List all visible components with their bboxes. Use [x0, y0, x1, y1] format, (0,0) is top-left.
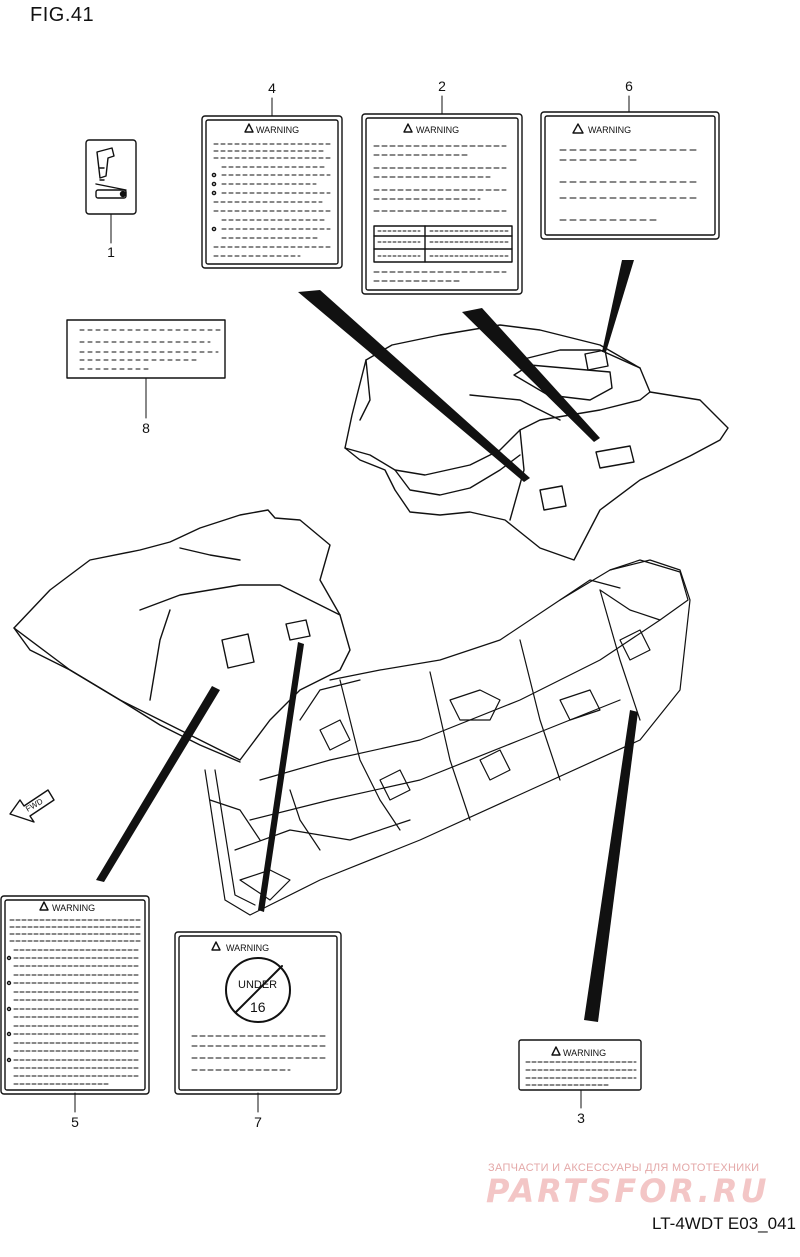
arrow-label-2 — [462, 308, 600, 442]
label-8-info — [66, 319, 226, 379]
figure-title: FIG.41 — [30, 4, 95, 26]
diagram-code: LT-4WDT E03_041 — [652, 1214, 796, 1233]
callout-6: 6 — [625, 78, 633, 94]
arrow-label-7 — [258, 642, 304, 912]
callout-7: 7 — [254, 1114, 262, 1130]
callout-8: 8 — [142, 420, 150, 436]
arrow-label-6 — [602, 260, 634, 352]
label-5-warning — [0, 895, 150, 1095]
rear-fender — [344, 324, 729, 561]
label-1-shift-decal — [85, 139, 137, 215]
vehicle-frame — [204, 559, 691, 916]
watermark-tagline: ЗАПЧАСТИ И АКСЕССУАРЫ ДЛЯ МОТОТЕХНИКИ — [488, 1162, 760, 1174]
arrow-label-3 — [584, 710, 638, 1022]
label-5-heading: WARNING — [52, 903, 95, 913]
callout-4: 4 — [268, 80, 276, 96]
label-4-warning — [201, 115, 343, 269]
label-7-age-warning: UNDER 16 — [174, 931, 342, 1095]
sign-number-text: 16 — [250, 999, 266, 1015]
label-6-heading: WARNING — [588, 125, 631, 135]
callout-leaders — [74, 95, 630, 1113]
callout-5: 5 — [71, 1114, 79, 1130]
label-3-heading: WARNING — [563, 1048, 606, 1058]
watermark-brand: PARTSFOR.RU — [486, 1172, 770, 1210]
arrow-label-4 — [298, 290, 530, 482]
front-fender — [13, 509, 351, 763]
sign-top-text: UNDER — [238, 979, 277, 991]
label-2-warning — [361, 113, 523, 295]
warning-headings: WARNING WARNING WARNING WARNING WARNING … — [52, 125, 631, 1058]
label-7-heading: WARNING — [226, 943, 269, 953]
label-4-heading: WARNING — [256, 125, 299, 135]
arrow-label-5 — [96, 686, 220, 882]
label-3-warning — [518, 1039, 642, 1091]
callout-1: 1 — [107, 244, 115, 260]
label-2-heading: WARNING — [416, 125, 459, 135]
indicator-arrows — [96, 260, 638, 1022]
callout-3: 3 — [577, 1110, 585, 1126]
callout-2: 2 — [438, 78, 446, 94]
label-6-warning — [540, 111, 720, 240]
no-under-16-icon — [225, 957, 291, 1023]
fwd-arrow-icon: FWD — [9, 789, 55, 823]
